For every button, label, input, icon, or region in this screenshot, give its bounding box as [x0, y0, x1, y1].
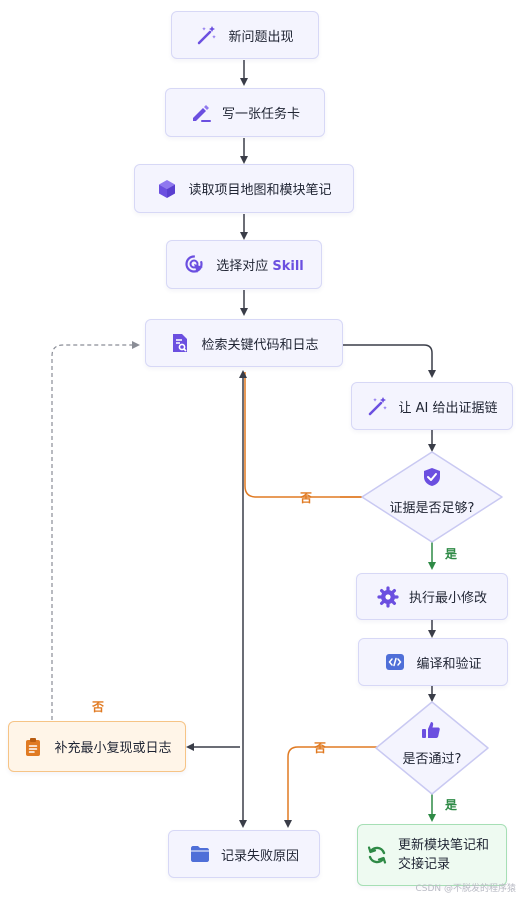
node-label: 检索关键代码和日志	[201, 337, 319, 353]
decision-evidence-enough[interactable]: 证据是否足够?	[389, 501, 475, 516]
node-ai-evidence-chain[interactable]: 让 AI 给出证据链	[351, 382, 513, 430]
folder-icon	[189, 843, 211, 865]
node-label-skill: Skill	[272, 259, 304, 274]
node-label: 执行最小修改	[408, 591, 487, 606]
diamond-d1	[361, 451, 503, 543]
refresh-icon	[366, 844, 388, 866]
target-cursor-icon	[184, 254, 206, 276]
node-label: 选择对应 Skill	[216, 255, 304, 274]
node-compile-verify[interactable]: 编译和验证	[358, 638, 508, 686]
magic-wand-icon	[196, 24, 218, 46]
edge-label-no-evidence: 否	[300, 491, 313, 505]
node-record-failure[interactable]: 记录失败原因	[168, 830, 320, 878]
decision-passed[interactable]: 是否通过?	[402, 752, 462, 767]
shield-check-icon	[421, 466, 443, 488]
node-choose-skill[interactable]: 选择对应 Skill	[166, 240, 322, 289]
cube-icon	[156, 178, 178, 200]
edge-label-no-passed: 否	[314, 741, 327, 755]
node-label: 编译和验证	[416, 656, 482, 672]
edge-label-no-loop: 否	[92, 700, 105, 714]
node-update-notes[interactable]: 更新模块笔记和交接记录	[357, 824, 507, 886]
magic-wand-icon	[367, 395, 389, 417]
node-label: 新问题出现	[228, 29, 294, 45]
node-label: 更新模块笔记和交接记录	[398, 838, 490, 872]
code-icon	[384, 651, 406, 673]
watermark: CSDN @不脱发的程序猿	[415, 884, 516, 894]
node-label: 补充最小复现或日志	[54, 741, 172, 756]
gear-icon	[377, 585, 399, 608]
pencil-icon	[190, 102, 212, 124]
edge-label-yes-passed: 是	[445, 798, 458, 812]
node-label: 写一张任务卡	[221, 107, 300, 122]
node-label: 记录失败原因	[220, 848, 299, 864]
node-minimal-change[interactable]: 执行最小修改	[356, 573, 508, 620]
document-search-icon	[169, 332, 191, 354]
node-write-task-card[interactable]: 写一张任务卡	[165, 88, 325, 137]
thumbs-up-icon	[420, 719, 442, 741]
edge-d2-no	[284, 746, 378, 828]
clipboard-icon	[22, 736, 44, 758]
diamond-d2	[375, 701, 489, 795]
edge-d1-no	[244, 372, 362, 498]
node-label: 让 AI 给出证据链	[398, 400, 498, 416]
edge-label-yes-evidence: 是	[445, 547, 458, 561]
node-label: 读取项目地图和模块笔记	[188, 183, 332, 198]
edge-n11-loop	[51, 341, 140, 720]
node-add-repro-logs[interactable]: 补充最小复现或日志	[8, 721, 186, 772]
edge-n5-n6	[343, 344, 436, 378]
node-new-issue[interactable]: 新问题出现	[171, 11, 319, 59]
node-label-prefix: 选择对应	[216, 259, 273, 274]
node-read-project-map[interactable]: 读取项目地图和模块笔记	[134, 164, 354, 213]
node-search-code-logs[interactable]: 检索关键代码和日志	[145, 319, 343, 367]
